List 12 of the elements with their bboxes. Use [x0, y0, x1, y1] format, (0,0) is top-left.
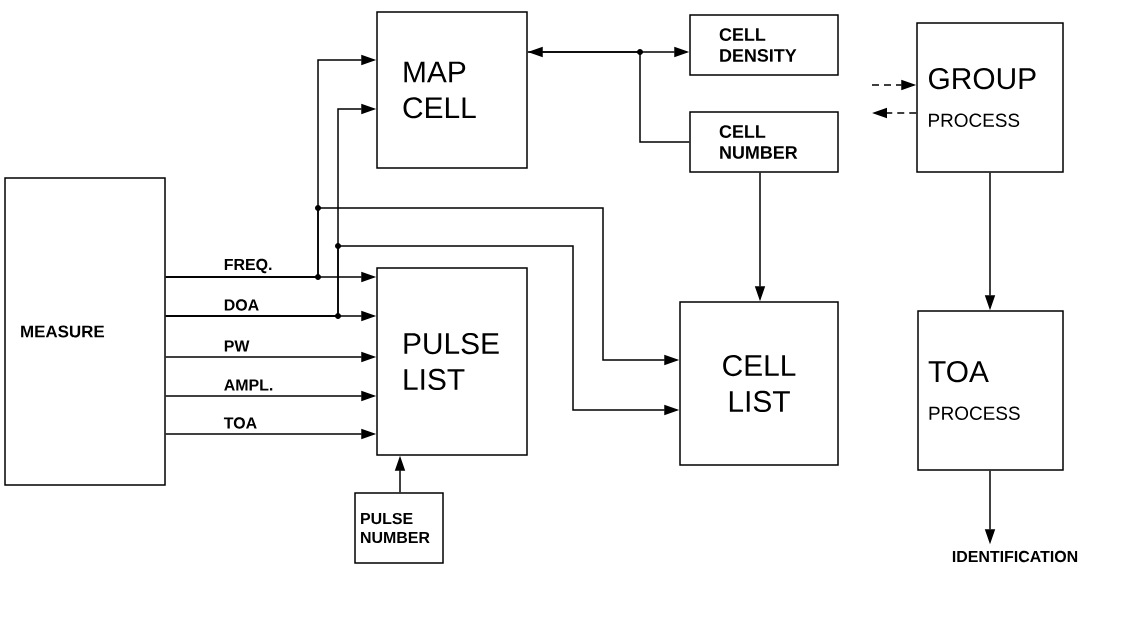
- edge-label: DOA: [222, 298, 261, 312]
- output-label: IDENTIFICATION: [952, 550, 1078, 563]
- data-box: CELL NUMBER: [689, 111, 839, 173]
- process-box: MAP CELL: [376, 11, 528, 169]
- edge-label: TOA: [222, 416, 259, 430]
- measurement-box: MEASURE: [4, 177, 166, 486]
- input-box: PULSE NUMBER: [354, 492, 444, 564]
- process-box: GROUP PROCESS: [916, 22, 1064, 173]
- process-box: TOA PROCESS: [917, 310, 1064, 471]
- process-box: CELL LIST: [679, 301, 839, 466]
- process-box: PULSE LIST: [376, 267, 528, 456]
- data-box: CELL DENSITY: [689, 14, 839, 76]
